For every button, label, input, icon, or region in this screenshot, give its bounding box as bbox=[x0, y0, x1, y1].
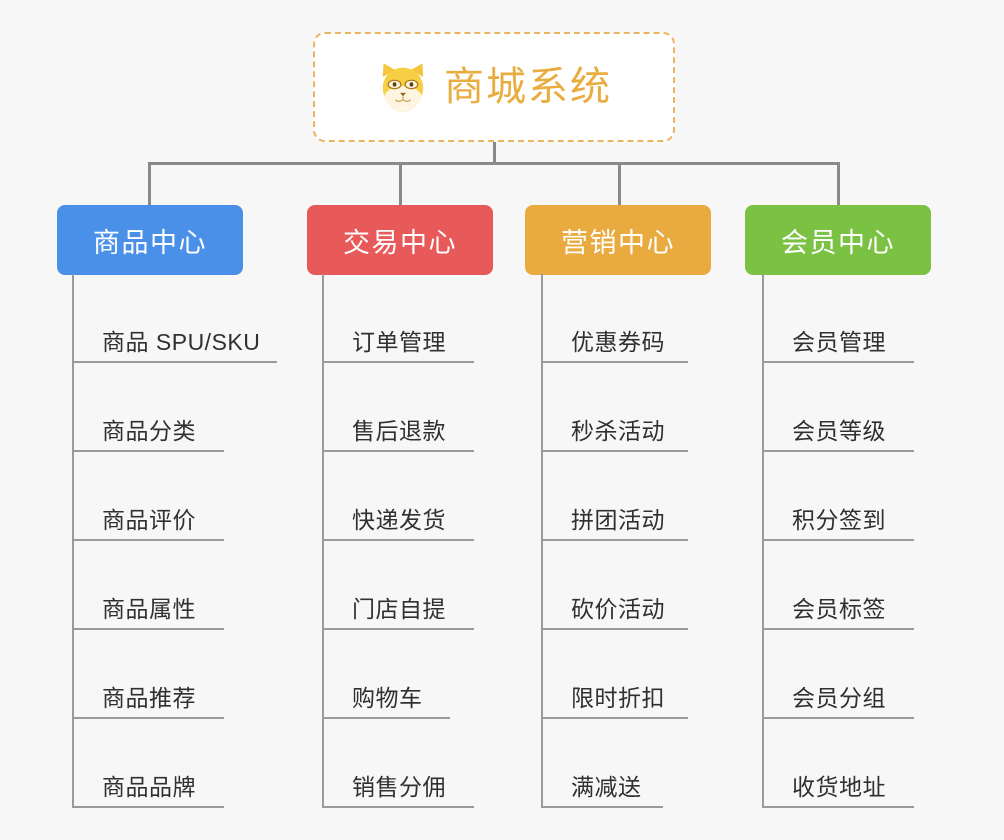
category-label-member: 会员中心 bbox=[781, 227, 895, 258]
leaf-underline bbox=[762, 717, 914, 719]
leaf-label: 商品推荐 bbox=[102, 685, 196, 711]
leaf-underline bbox=[322, 539, 474, 541]
root-title: 商城系统 bbox=[444, 65, 612, 109]
category-label-trade: 交易中心 bbox=[343, 227, 457, 258]
leaf-underline bbox=[541, 806, 663, 808]
category-label-product: 商品中心 bbox=[93, 227, 207, 258]
branch-stem-marketing bbox=[541, 274, 543, 808]
leaf-label: 门店自提 bbox=[352, 596, 446, 622]
leaf-label: 积分签到 bbox=[792, 507, 886, 533]
leaf-underline bbox=[72, 806, 224, 808]
leaf-label: 购物车 bbox=[352, 685, 423, 711]
leaf-underline bbox=[322, 806, 474, 808]
leaf-label: 会员标签 bbox=[792, 596, 886, 622]
leaf-label: 拼团活动 bbox=[571, 507, 665, 533]
root-stem-line bbox=[493, 142, 496, 164]
leaf-underline bbox=[762, 361, 914, 363]
leaf-label: 售后退款 bbox=[352, 418, 446, 444]
connector-drop-4 bbox=[837, 162, 840, 207]
leaf-label: 商品品牌 bbox=[102, 774, 196, 800]
leaf-label: 商品分类 bbox=[102, 418, 196, 444]
leaf-underline bbox=[541, 717, 688, 719]
connector-bus-line bbox=[149, 162, 839, 165]
connector-drop-1 bbox=[148, 162, 151, 207]
leaf-underline bbox=[541, 628, 688, 630]
connector-drop-3 bbox=[618, 162, 621, 207]
leaf-label: 砍价活动 bbox=[571, 596, 665, 622]
branch-stem-member bbox=[762, 274, 764, 808]
branch-stem-product bbox=[72, 274, 74, 808]
leaf-label: 会员等级 bbox=[792, 418, 886, 444]
leaf-underline bbox=[322, 450, 474, 452]
leaf-underline bbox=[541, 539, 688, 541]
leaf-label: 秒杀活动 bbox=[571, 418, 665, 444]
leaf-label: 订单管理 bbox=[352, 329, 446, 355]
leaf-label: 会员管理 bbox=[792, 329, 886, 355]
leaf-label: 优惠券码 bbox=[571, 329, 665, 355]
connector-drop-2 bbox=[399, 162, 402, 207]
leaf-label: 限时折扣 bbox=[571, 685, 665, 711]
category-box-trade[interactable]: 交易中心 bbox=[307, 205, 493, 275]
branch-stem-trade bbox=[322, 274, 324, 808]
category-box-marketing[interactable]: 营销中心 bbox=[525, 205, 711, 275]
leaf-underline bbox=[541, 450, 688, 452]
root-node[interactable]: 商城系统 bbox=[313, 32, 675, 142]
category-box-product[interactable]: 商品中心 bbox=[57, 205, 243, 275]
leaf-underline bbox=[541, 361, 688, 363]
leaf-underline bbox=[322, 717, 450, 719]
leaf-label: 商品属性 bbox=[102, 596, 196, 622]
category-box-member[interactable]: 会员中心 bbox=[745, 205, 931, 275]
leaf-underline bbox=[762, 806, 914, 808]
leaf-label: 满减送 bbox=[571, 774, 642, 800]
leaf-underline bbox=[72, 361, 277, 363]
leaf-label: 会员分组 bbox=[792, 685, 886, 711]
leaf-underline bbox=[72, 539, 224, 541]
leaf-underline bbox=[762, 450, 914, 452]
leaf-label: 商品 SPU/SKU bbox=[102, 329, 261, 355]
category-label-marketing: 营销中心 bbox=[561, 227, 675, 258]
leaf-underline bbox=[72, 628, 224, 630]
shiba-dog-face-icon bbox=[382, 63, 424, 113]
leaf-label: 收货地址 bbox=[792, 774, 886, 800]
leaf-label: 快递发货 bbox=[352, 507, 446, 533]
leaf-underline bbox=[322, 361, 474, 363]
leaf-label: 商品评价 bbox=[102, 507, 196, 533]
leaf-underline bbox=[72, 450, 224, 452]
leaf-label: 销售分佣 bbox=[352, 774, 446, 800]
leaf-underline bbox=[762, 539, 914, 541]
leaf-underline bbox=[322, 628, 474, 630]
leaf-underline bbox=[72, 717, 224, 719]
leaf-underline bbox=[762, 628, 914, 630]
